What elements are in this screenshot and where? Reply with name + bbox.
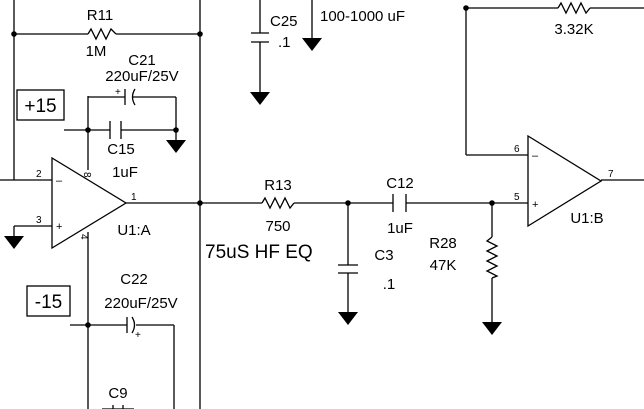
u1b-pin-7: 7 [608, 169, 614, 180]
u1b-plus-sign: + [532, 199, 538, 211]
r28-resistor [485, 236, 499, 279]
c3-name: C3 [374, 247, 393, 264]
c21-value: 220uF/25V [105, 68, 178, 85]
u1a-pin-8: 8 [81, 172, 92, 178]
r-3k32-resistor [557, 1, 591, 15]
c15-capacitor [109, 121, 122, 139]
opamp-u1a [51, 156, 128, 250]
ground-u1a-plus [4, 236, 24, 249]
u1a-pin-3: 3 [36, 215, 42, 226]
r13-name: R13 [264, 177, 292, 194]
r11-resistor [87, 27, 117, 41]
supply-plus15-label: +15 [24, 96, 56, 117]
supply-minus15-label: -15 [35, 292, 62, 313]
c21-name: C21 [128, 52, 156, 69]
c25-name: C25 [270, 13, 298, 30]
u1b-pin-6: 6 [514, 144, 520, 155]
c12-name: C12 [386, 175, 414, 192]
supply-plus15-box: +15 [16, 89, 65, 121]
u1b-label: U1:B [570, 210, 603, 227]
c25-range: 100-1000 uF [320, 8, 405, 25]
u1a-label: U1:A [117, 222, 150, 239]
u1a-minus-sign: – [56, 175, 63, 187]
u1b-pin-5: 5 [514, 192, 520, 203]
c22-value: 220uF/25V [104, 295, 177, 312]
r28-value: 47K [430, 257, 457, 274]
c21-polarity-mark: + [115, 87, 121, 98]
c25-capacitor [251, 32, 269, 43]
ground-c25-right [302, 38, 322, 51]
supply-minus15-box: -15 [26, 285, 71, 317]
c12-capacitor [392, 194, 407, 212]
c22-capacitor [126, 316, 136, 334]
u1a-plus-sign: + [56, 221, 62, 233]
r28-name: R28 [429, 235, 457, 252]
junctions [11, 5, 495, 328]
u1a-pin-1: 1 [131, 192, 137, 203]
r11-value: 1M [86, 43, 107, 60]
r13-resistor [261, 196, 295, 210]
c15-value: 1uF [112, 164, 138, 181]
c25-value: .1 [278, 34, 291, 51]
u1a-pin-2: 2 [36, 169, 42, 180]
ground-c3 [338, 312, 358, 325]
r-3k32-value: 3.32K [554, 21, 593, 38]
c22-polarity-mark: + [135, 330, 141, 341]
eq-note: 75uS HF EQ [205, 242, 313, 263]
u1b-minus-sign: – [532, 150, 539, 162]
c3-capacitor [338, 264, 358, 274]
r11-name: R11 [87, 7, 113, 24]
u1a-pin-4: 4 [78, 234, 89, 240]
ground-c25-left [250, 92, 270, 105]
ground-c21 [166, 140, 186, 153]
c9-name: C9 [108, 385, 127, 402]
c22-name: C22 [120, 271, 148, 288]
c9-capacitor [112, 405, 124, 409]
c3-value: .1 [383, 276, 396, 293]
ground-r28 [482, 322, 502, 335]
c15-name: C15 [107, 141, 135, 158]
c21-capacitor [124, 88, 136, 106]
c12-value: 1uF [387, 220, 413, 237]
r13-value: 750 [265, 218, 290, 235]
opamp-u1b [527, 134, 603, 228]
